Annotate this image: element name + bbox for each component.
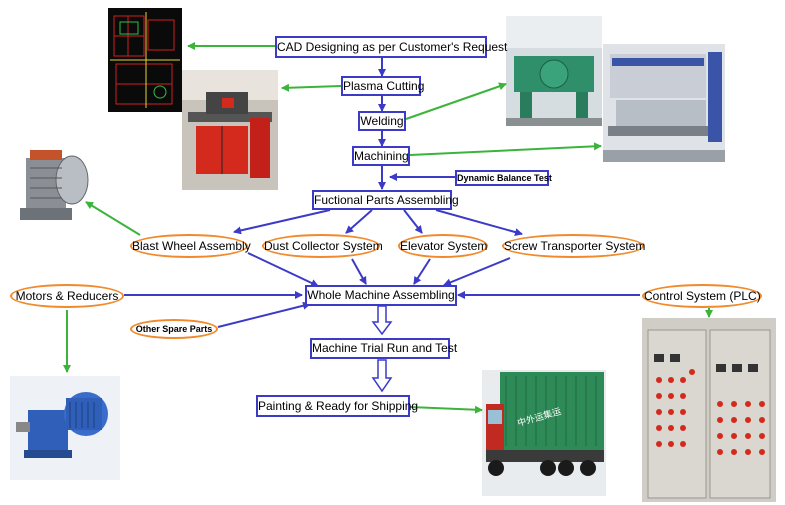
green-photo-arrows: [63, 42, 713, 414]
component-blast-label: Blast Wheel Assembly: [132, 239, 251, 253]
hollow-flow-arrows: [371, 305, 393, 393]
step-welding: Welding: [358, 111, 406, 131]
blast-wheel-image: [16, 138, 96, 230]
step-functional-label: Fuctional Parts Assembling: [314, 193, 459, 207]
step-dynamic-balance-test: Dynamic Balance Test: [455, 170, 552, 186]
arrow-blast-to-whole: [247, 252, 319, 287]
arrow-dust-to-whole: [351, 258, 367, 285]
green-arrow-plasma-photo: [281, 83, 342, 92]
hollow-arrow-whole-to-trial: [371, 305, 393, 336]
component-control-system: Control System (PLC): [642, 284, 762, 308]
component-blast-wheel: Blast Wheel Assembly: [130, 234, 251, 258]
step-whole-label: Whole Machine Assembling: [307, 288, 455, 302]
green-arrow-welding-photo: [405, 82, 507, 120]
step-trial-label: Machine Trial Run and Test: [312, 341, 458, 355]
component-dust-label: Dust Collector System: [264, 239, 383, 253]
step-machine-trial-run: Machine Trial Run and Test: [310, 338, 457, 359]
press-brake-machine-image: [603, 44, 725, 162]
arrow-screw-to-whole: [443, 257, 511, 287]
arrow-elevator-to-whole: [413, 258, 431, 285]
welding-machine-image: [506, 16, 602, 126]
component-dust-collector: Dust Collector System: [262, 234, 383, 258]
control-cabinet-image: [642, 318, 776, 502]
green-arrow-blast-photo: [85, 201, 141, 236]
arrow-functional-to-dust: [345, 209, 373, 234]
green-arrow-machining-photo: [409, 142, 602, 156]
component-screw-label: Screw Transporter System: [504, 239, 646, 253]
blue-flow-arrows: [124, 57, 640, 328]
step-dynamic-label: Dynamic Balance Test: [457, 173, 552, 183]
component-control-label: Control System (PLC): [644, 289, 761, 303]
step-welding-label: Welding: [360, 114, 404, 128]
component-elevator: Elevator System: [398, 234, 488, 258]
arrow-spare-to-whole: [217, 301, 311, 328]
arrow-functional-to-elevator: [403, 209, 423, 234]
step-plasma-label: Plasma Cutting: [343, 79, 425, 93]
step-cad-label: CAD Designing as per Customer's Request: [277, 40, 508, 54]
step-functional-parts-assembling: Fuctional Parts Assembling: [312, 190, 459, 210]
step-machining: Machining: [352, 146, 410, 166]
cad-drawing-image: [108, 8, 182, 112]
arrow-functional-to-blast: [233, 209, 331, 235]
step-plasma-cutting: Plasma Cutting: [341, 76, 425, 96]
step-machining-label: Machining: [354, 149, 409, 163]
hollow-arrow-trial-to-painting: [371, 359, 393, 393]
component-motors-label: Motors & Reducers: [15, 289, 119, 303]
step-painting-label: Painting & Ready for Shipping: [258, 399, 419, 413]
green-arrow-shipping-photo: [409, 405, 483, 414]
component-elevator-label: Elevator System: [400, 239, 488, 253]
step-painting-shipping: Painting & Ready for Shipping: [256, 395, 418, 417]
component-other-spare-parts: Other Spare Parts: [130, 319, 218, 339]
component-motors-reducers: Motors & Reducers: [10, 284, 124, 308]
arrow-functional-to-screw: [435, 209, 523, 236]
component-spare-label: Other Spare Parts: [135, 324, 213, 334]
motor-reducer-image: [10, 376, 120, 480]
plasma-cutting-machine-image: [182, 70, 278, 190]
shipping-truck-image: 中外运集运: [482, 370, 606, 496]
step-whole-machine-assembling: Whole Machine Assembling: [305, 285, 457, 306]
component-screw-transporter: Screw Transporter System: [502, 234, 646, 258]
step-cad-designing: CAD Designing as per Customer's Request: [275, 36, 507, 58]
